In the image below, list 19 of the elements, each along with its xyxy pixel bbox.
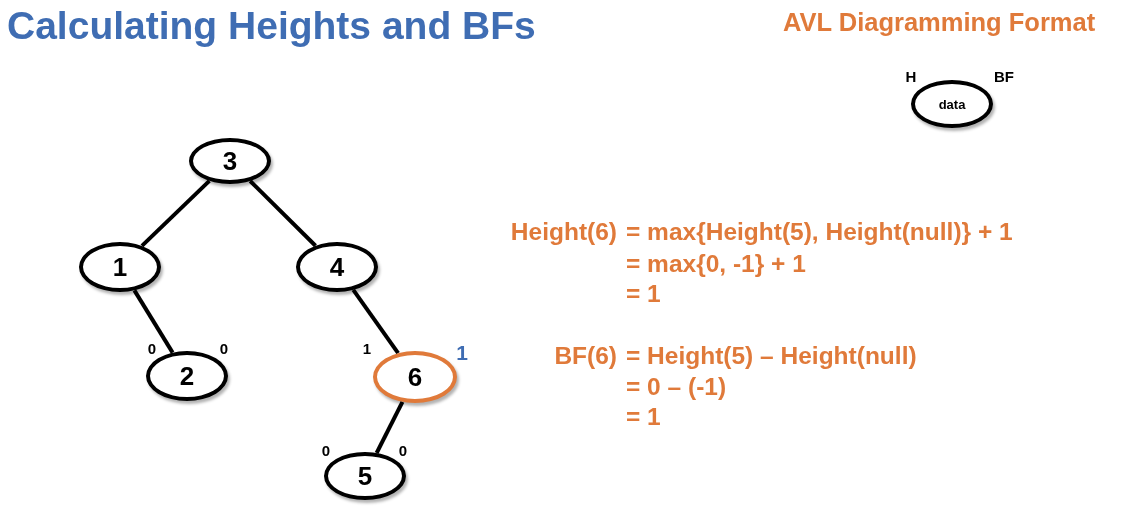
equation-line: = 1 xyxy=(626,403,661,431)
equation-line: = 1 xyxy=(626,280,661,308)
tree-node: 1 xyxy=(79,242,161,292)
slide-title: Calculating Heights and BFs xyxy=(7,4,536,48)
tree-edge xyxy=(132,289,175,354)
format-heading: AVL Diagramming Format xyxy=(783,8,1096,36)
equation-term: BF(6) xyxy=(554,342,617,370)
highlighted-tree-node: 6 xyxy=(373,351,457,403)
balance-factor-label: 1 xyxy=(456,341,468,363)
equation-line: = Height(5) – Height(null) xyxy=(626,342,917,370)
balance-factor-label: BF xyxy=(994,68,1014,84)
tree-node: 3 xyxy=(189,138,271,184)
tree-node: 4 xyxy=(296,242,378,292)
tree-edge xyxy=(374,400,405,454)
equation-line: = max{0, -1} + 1 xyxy=(626,250,806,278)
height-label: 1 xyxy=(362,340,372,356)
equation-line: = max{Height(5), Height(null)} + 1 xyxy=(626,218,1013,246)
equation-term: Height(6) xyxy=(510,218,617,246)
equation-line: = 0 – (-1) xyxy=(626,373,727,401)
